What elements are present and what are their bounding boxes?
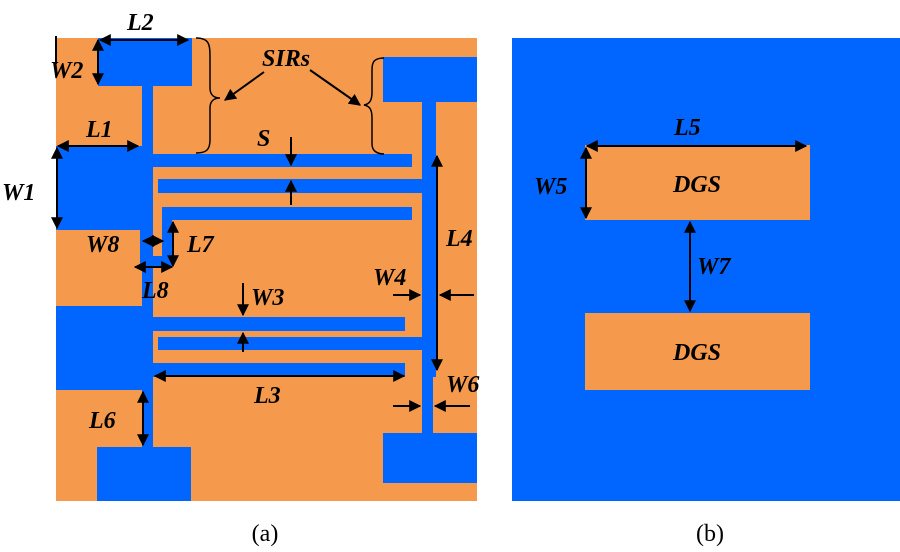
label-w1: W1 xyxy=(2,180,35,206)
panel-b-ground-layer: DGS DGS xyxy=(512,38,900,501)
pad-left-lower xyxy=(56,306,153,390)
label-sirs: SIRs xyxy=(262,46,310,72)
label-l1: L1 xyxy=(85,117,113,143)
label-w7: W7 xyxy=(697,254,731,280)
caption-a: (a) xyxy=(252,521,279,547)
label-l8: L8 xyxy=(141,278,169,304)
step-notch xyxy=(153,230,162,256)
ground-plane xyxy=(512,38,900,501)
sirs-arrow-right xyxy=(309,69,361,106)
label-s: S xyxy=(257,126,270,152)
dgs-label-top: DGS xyxy=(672,172,721,198)
label-w6: W6 xyxy=(446,372,479,398)
substrate-a xyxy=(56,38,477,501)
finger-lower-3 xyxy=(152,363,405,377)
brace-left xyxy=(195,37,221,154)
finger-lower-1 xyxy=(152,317,405,331)
label-l6: L6 xyxy=(88,408,116,434)
label-w4: W4 xyxy=(373,265,406,291)
label-w5: W5 xyxy=(534,174,567,200)
panel-a-labels: L2 W2 SIRs L1 W1 S W8 L7 L8 W3 L4 W4 L3 … xyxy=(2,10,479,434)
pad-bottom-right xyxy=(383,433,477,483)
sirs-arrow-left xyxy=(224,71,265,101)
dgs-label-bottom: DGS xyxy=(672,340,721,366)
label-w2: W2 xyxy=(50,58,83,84)
right-trunk-lower xyxy=(422,377,433,433)
label-l7: L7 xyxy=(186,232,215,258)
pad-top-left xyxy=(98,38,192,86)
label-l2: L2 xyxy=(126,10,154,36)
dgs-slot-top xyxy=(585,145,810,220)
brace-right xyxy=(363,57,385,155)
pad-bottom-left xyxy=(97,447,191,501)
pad-left-upper xyxy=(56,146,153,230)
label-w3: W3 xyxy=(251,285,284,311)
finger-upper-1 xyxy=(152,154,412,167)
caption-b: (b) xyxy=(696,521,724,547)
panel-b-dimensions: L5 W5 W7 xyxy=(534,115,808,313)
right-trunk-upper xyxy=(422,102,436,377)
panel-a-top-layer xyxy=(56,38,477,501)
dgs-slot-bottom xyxy=(585,313,810,390)
label-w8: W8 xyxy=(86,232,119,258)
label-l3: L3 xyxy=(253,383,281,409)
finger-lower-2 xyxy=(158,337,424,350)
label-l5: L5 xyxy=(673,115,701,141)
pad-top-right xyxy=(383,57,477,102)
finger-upper-3 xyxy=(162,207,412,220)
panel-a-dimensions xyxy=(51,34,474,447)
label-l4: L4 xyxy=(445,226,473,252)
